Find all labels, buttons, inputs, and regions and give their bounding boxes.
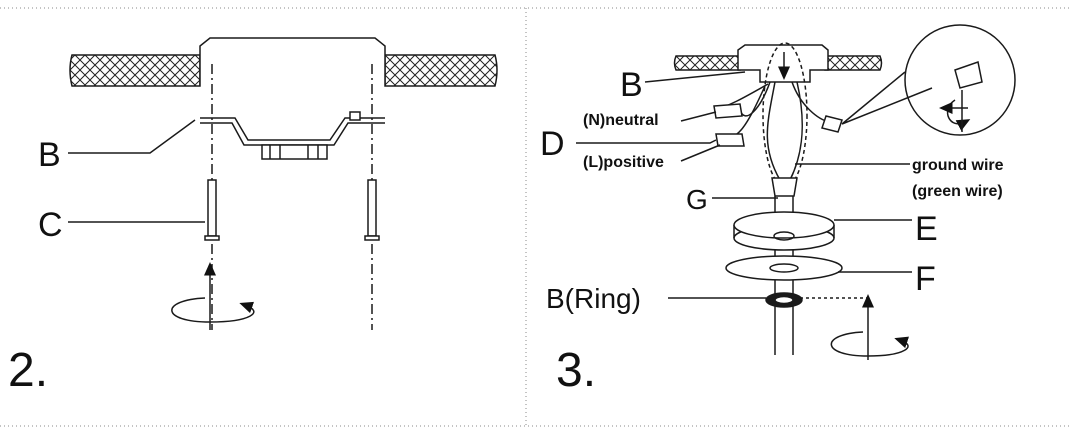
left-panel [68, 37, 498, 330]
canopy [733, 211, 835, 251]
right-panel [576, 24, 1016, 360]
mounting-bracket [200, 117, 385, 146]
rotate-arrow-right-icon [830, 294, 910, 360]
wire-nut-neutral [713, 103, 743, 119]
junction-box [199, 37, 386, 86]
rotate-arrow-icon [171, 262, 255, 330]
label-green-wire: (green wire) [912, 183, 1003, 200]
step-number-2: 2. [8, 344, 48, 397]
frame-borders [0, 7, 1069, 427]
label-g: G [686, 184, 708, 215]
label-d: D [540, 125, 565, 163]
wire-nut-ground [821, 115, 843, 133]
lock-ring [765, 292, 803, 308]
label-b-right: B [620, 66, 643, 104]
label-ring: B(Ring) [546, 283, 641, 314]
wires [715, 81, 831, 181]
ceiling-left [69, 54, 498, 87]
wire-nut-positive [715, 133, 745, 147]
label-neutral: (N)neutral [583, 112, 659, 129]
magnifier-circle [904, 24, 1016, 136]
screw-left [204, 179, 220, 241]
wire-nut-detail [954, 61, 983, 89]
step-number-3: 3. [556, 344, 596, 397]
junction-box-right [737, 44, 829, 83]
label-e: E [915, 210, 938, 248]
label-ground-wire: ground wire [912, 157, 1004, 174]
canopy-neck [771, 177, 798, 197]
label-f: F [915, 260, 936, 298]
label-c: C [38, 206, 63, 244]
ceiling-right [673, 55, 883, 71]
label-b-left: B [38, 136, 61, 174]
screw-right [364, 179, 380, 241]
terminal-block [261, 144, 328, 160]
label-positive: (L)positive [583, 154, 664, 171]
trim-ring [725, 255, 843, 281]
